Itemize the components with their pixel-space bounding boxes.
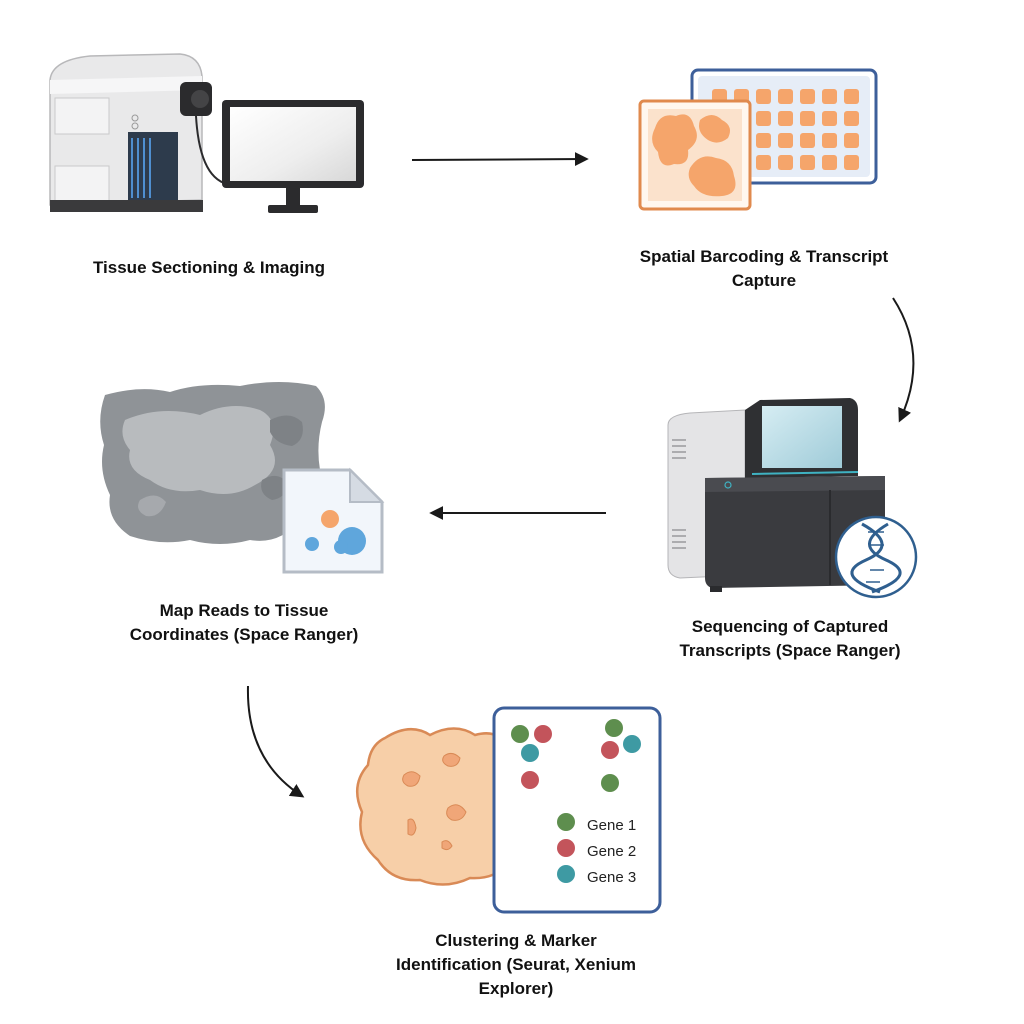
step-label-line: Capture: [731, 271, 797, 290]
barcode-spot: [844, 111, 859, 126]
barcode-spot: [822, 155, 837, 170]
tissue-section-icon: [638, 99, 752, 211]
step-label-line: Coordinates (Space Ranger): [129, 625, 359, 644]
step-label-line: Map Reads to Tissue: [159, 601, 329, 620]
legend-label-gene-2: Gene 2: [587, 843, 637, 860]
barcode-spot: [822, 133, 837, 148]
gene-dot: [521, 744, 539, 762]
legend-swatch-gene-1: [557, 813, 575, 831]
barcode-spot: [756, 155, 771, 170]
step-label-line: Sequencing of Captured: [691, 617, 889, 636]
step-label-line: Explorer): [478, 979, 554, 998]
gene-dot: [521, 771, 539, 789]
barcode-spot: [822, 111, 837, 126]
monitor-icon: [222, 100, 364, 213]
step-label-mapping: Map Reads to Tissue Coordinates (Space R…: [94, 599, 394, 647]
data-file-icon: [282, 467, 385, 574]
peach-tissue-icon: [355, 727, 527, 886]
step-label-line: Identification (Seurat, Xenium: [396, 955, 636, 974]
gray-tissue-icon: [100, 382, 325, 544]
barcode-spot: [778, 133, 793, 148]
barcode-spot: [844, 155, 859, 170]
legend-swatch-gene-3: [557, 865, 575, 883]
barcode-spot: [844, 89, 859, 104]
step-label-line: Clustering & Marker: [435, 931, 597, 950]
legend-label-gene-3: Gene 3: [587, 869, 637, 886]
step-label-line: Transcripts (Space Ranger): [679, 641, 901, 660]
barcode-spot: [800, 89, 815, 104]
barcode-spot: [778, 111, 793, 126]
barcode-spot: [800, 155, 815, 170]
arrow-imaging-to-barcoding: [411, 152, 589, 167]
step-label-line: Tissue Sectioning & Imaging: [92, 258, 326, 277]
gene-dot: [601, 774, 619, 792]
barcode-spot: [822, 89, 837, 104]
cluster-panel: [492, 706, 662, 914]
legend-swatch-gene-2: [557, 839, 575, 857]
barcode-spot: [778, 155, 793, 170]
step-label-barcoding: Spatial Barcoding & Transcript Capture: [614, 245, 914, 293]
barcode-spot: [756, 89, 771, 104]
gene-dot: [601, 741, 619, 759]
gene-dot: [623, 735, 641, 753]
legend-label-gene-1: Gene 1: [587, 817, 637, 834]
step-label-imaging: Tissue Sectioning & Imaging: [49, 256, 369, 280]
gene-dot: [511, 725, 529, 743]
barcode-spot: [800, 111, 815, 126]
step-label-sequencing: Sequencing of Captured Transcripts (Spac…: [640, 615, 940, 663]
barcode-spot: [778, 89, 793, 104]
barcode-spot: [756, 111, 771, 126]
imaging-instrument-icon: [49, 53, 236, 212]
arrow-mapping-to-clustering: [246, 685, 305, 798]
gene-dot: [605, 719, 623, 737]
gene-dot: [534, 725, 552, 743]
step-label-line: Spatial Barcoding & Transcript: [639, 247, 889, 266]
sequencer-icon: [667, 398, 885, 592]
arrow-barcoding-to-sequencing: [892, 297, 915, 423]
barcode-spot: [756, 133, 771, 148]
dna-icon: [834, 515, 918, 599]
barcode-spot: [844, 133, 859, 148]
barcode-spot: [800, 133, 815, 148]
step-label-clustering: Clustering & Marker Identification (Seur…: [366, 929, 666, 1001]
